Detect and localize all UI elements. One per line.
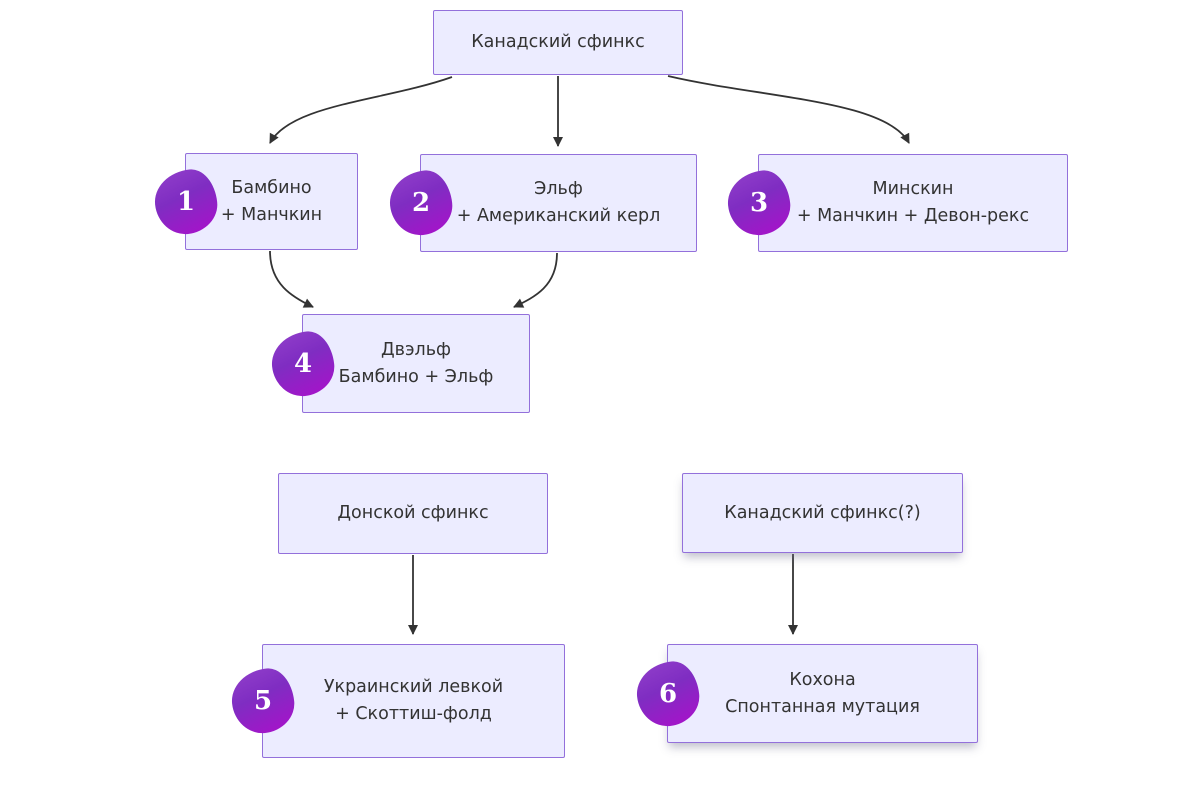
badge-4: 4 — [268, 328, 338, 399]
node-text: Минскин — [872, 179, 954, 199]
badge-6-number: 6 — [658, 678, 678, 709]
node-minskin-label: Минскин + Манчкин + Девон-рекс — [797, 176, 1029, 230]
node-text: Эльф — [534, 179, 583, 199]
badge-5-number: 5 — [253, 686, 273, 716]
node-kohona-label: Кохона Спонтанная мутация — [725, 667, 920, 721]
node-elf-label: Эльф + Американский керл — [457, 176, 661, 230]
node-dwelf-label: Двэльф Бамбино + Эльф — [339, 337, 494, 391]
node-dwelf: 4 Двэльф Бамбино + Эльф — [268, 314, 530, 413]
node-bambino: 1 Бамбино + Манчкин — [151, 153, 358, 250]
node-text: Спонтанная мутация — [725, 696, 920, 717]
edge-canadian-to-minskin — [667, 75, 910, 144]
badge-2-number: 2 — [411, 188, 431, 218]
node-elf: 2 Эльф + Американский керл — [386, 154, 697, 252]
edge-bambino-to-dwelf — [269, 250, 314, 308]
node-text: Двэльф — [380, 339, 452, 360]
node-text: Украинский левкой — [323, 677, 504, 697]
node-text: Бамбино — [231, 177, 312, 198]
badge-4-number: 4 — [293, 348, 313, 379]
badge-1-number: 1 — [176, 186, 196, 217]
node-donskoy-sphynx: Донской сфинкс — [278, 473, 548, 554]
node-text: Канадский сфинкс — [471, 32, 645, 52]
node-canadianq-label: Канадский сфинкс(?) — [724, 500, 920, 527]
node-levkoy-label: Украинский левкой + Скоттиш-фолд — [324, 674, 503, 728]
badge-5: 5 — [228, 665, 298, 737]
badge-2: 2 — [386, 167, 456, 239]
badge-6: 6 — [633, 658, 703, 729]
node-text: Канадский сфинкс(?) — [724, 502, 921, 523]
node-text: Кохона — [789, 669, 856, 690]
edge-canadian-to-bambino — [269, 76, 453, 144]
node-canadian-sphynx-question: Канадский сфинкс(?) — [682, 473, 963, 553]
node-canadian-sphynx-label: Канадский сфинкс — [471, 29, 645, 56]
node-text: + Скоттиш-фолд — [335, 704, 492, 724]
node-text: + Американский керл — [456, 206, 661, 226]
node-donskoy-label: Донской сфинкс — [337, 500, 488, 527]
node-kohona: 6 Кохона Спонтанная мутация — [633, 644, 978, 743]
badge-1: 1 — [151, 166, 221, 237]
node-text: + Манчкин + Девон-рекс — [796, 206, 1030, 226]
node-bambino-label: Бамбино + Манчкин — [221, 175, 322, 229]
node-text: + Манчкин — [220, 204, 323, 225]
node-minskin: 3 Минскин + Манчкин + Девон-рекс — [724, 154, 1068, 252]
node-text: Бамбино + Эльф — [338, 366, 494, 387]
badge-3: 3 — [724, 167, 794, 239]
node-ukrainian-levkoy: 5 Украинский левкой + Скоттиш-фолд — [228, 644, 565, 758]
badge-3-number: 3 — [749, 188, 769, 218]
node-canadian-sphynx: Канадский сфинкс — [433, 10, 683, 75]
node-text: Донской сфинкс — [337, 503, 489, 523]
edge-elf-to-dwelf — [513, 252, 558, 308]
